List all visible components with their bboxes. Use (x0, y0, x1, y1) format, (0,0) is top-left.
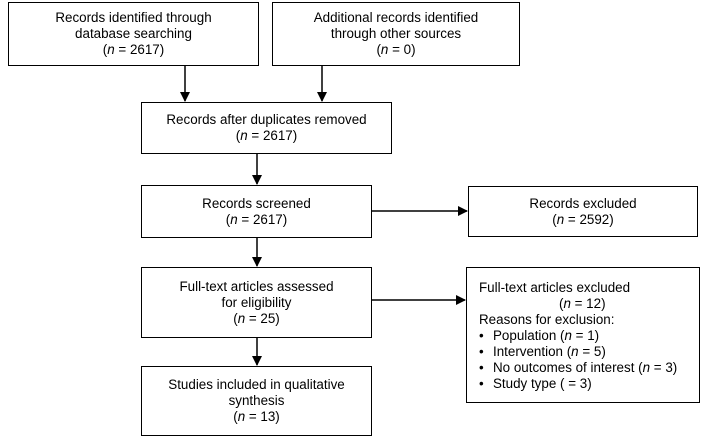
count-value: = 2592 (564, 211, 610, 227)
fulltext-assessed-count: (n = 25) (233, 310, 280, 326)
reason-label: Population (493, 328, 557, 343)
bullet-icon: • (479, 344, 484, 359)
records-identified-line2: database searching (75, 26, 192, 41)
additional-records-count: (n = 0) (376, 42, 416, 57)
records-after-duplicates-box: Records after duplicates removed (n = 26… (141, 102, 392, 154)
n-symbol: n (571, 344, 579, 359)
n-symbol: n (380, 42, 389, 57)
n-symbol: n (237, 409, 246, 424)
exclusion-reason-population: • Population (n = 1) (479, 328, 699, 344)
count-value: = 13 (245, 409, 276, 424)
fulltext-excluded-label: Full-text articles excluded (479, 280, 631, 295)
reason-label: Study type (493, 376, 557, 391)
exclusion-reason-no-outcomes: • No outcomes of interest (n = 3) (479, 360, 699, 376)
fulltext-excluded-box: Full-text articles excluded (n = 12) Rea… (466, 267, 700, 403)
exclusion-reason-intervention: • Intervention (n = 5) (479, 344, 699, 360)
n-symbol: n (556, 211, 565, 227)
count-value: = 25 (245, 310, 276, 326)
n-symbol: n (107, 42, 115, 57)
records-screened-box: Records screened (n = 2617) (141, 185, 372, 238)
additional-records-line2: through other sources (330, 26, 462, 41)
reason-text: Study type ( = 3) (493, 376, 592, 391)
fulltext-assessed-line2: for eligibility (221, 294, 292, 310)
additional-records-box: Additional records identified through ot… (272, 2, 520, 66)
n-symbol: n (230, 211, 238, 227)
fulltext-assessed-box: Full-text articles assessed for eligibil… (141, 267, 372, 338)
records-after-duplicates-count: (n = 2617) (235, 128, 298, 143)
count-value: = 2617 (114, 42, 160, 57)
count-value: = 0 (388, 42, 412, 57)
reason-count: = 1 (571, 328, 595, 343)
records-identified-count: (n = 2617) (102, 42, 165, 57)
bullet-icon: • (479, 360, 484, 375)
reason-count: = 3 (564, 376, 588, 391)
records-identified-box: Records identified through database sear… (8, 2, 259, 66)
n-symbol: n (642, 360, 651, 375)
records-screened-count: (n = 2617) (225, 211, 288, 227)
bullet-icon: • (479, 328, 484, 343)
studies-included-box: Studies included in qualitative synthesi… (141, 366, 372, 436)
records-excluded-label: Records excluded (529, 195, 637, 211)
count-value: = 12 (570, 296, 602, 311)
reason-text: Population (n = 1) (493, 328, 600, 343)
records-after-duplicates-label: Records after duplicates removed (166, 112, 367, 127)
reason-count: = 5 (578, 344, 602, 359)
n-symbol: n (240, 128, 248, 143)
reason-text: Intervention (n = 5) (493, 344, 606, 359)
reason-label: Intervention (493, 344, 563, 359)
records-excluded-box: Records excluded (n = 2592) (468, 186, 698, 237)
reason-text: No outcomes of interest (n = 3) (493, 360, 678, 375)
studies-included-line1: Studies included in qualitative (168, 377, 345, 392)
fulltext-assessed-line1: Full-text articles assessed (179, 278, 334, 294)
exclusion-reason-study-type: • Study type ( = 3) (479, 376, 699, 392)
n-symbol: n (563, 296, 571, 311)
studies-included-count: (n = 13) (233, 409, 280, 424)
reason-count: = 3 (650, 360, 673, 375)
additional-records-line1: Additional records identified (313, 10, 479, 25)
studies-included-line2: synthesis (228, 393, 285, 408)
records-identified-line1: Records identified through (55, 10, 212, 25)
n-symbol: n (564, 328, 572, 343)
bullet-icon: • (479, 376, 484, 391)
records-screened-label: Records screened (202, 195, 311, 211)
count-value: = 2617 (237, 211, 283, 227)
fulltext-excluded-count: (n = 12) (559, 296, 606, 311)
records-excluded-count: (n = 2592) (552, 211, 614, 227)
exclusion-reasons-title: Reasons for exclusion: (479, 312, 615, 327)
reason-label: No outcomes of interest (493, 360, 635, 375)
count-value: = 2617 (247, 128, 293, 143)
n-symbol: n (237, 310, 246, 326)
